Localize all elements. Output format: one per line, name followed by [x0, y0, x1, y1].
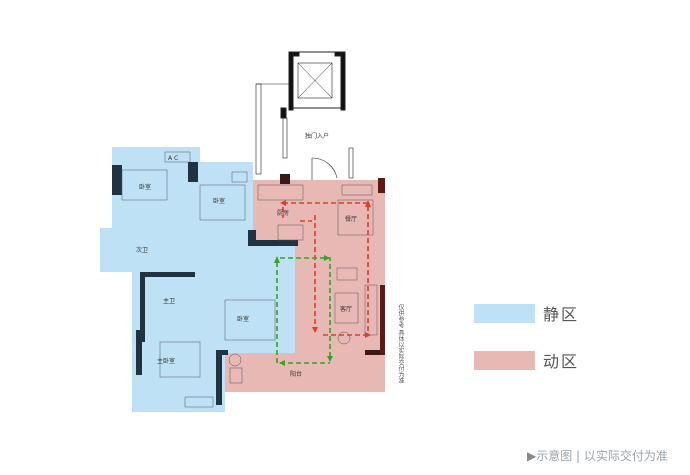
room-label-balcony: 阳台	[290, 370, 302, 378]
legend-quiet-zone: 静区	[474, 301, 579, 325]
entrance-lobby	[255, 51, 354, 180]
room-label-bedroom-1: 卧室	[139, 183, 151, 191]
room-label-living: 客厅	[340, 305, 352, 313]
entrance-label: 独门入户	[305, 132, 329, 140]
active-zone-label: 动区	[543, 352, 580, 371]
active-zone-area	[225, 180, 385, 392]
red-arrowheads	[280, 200, 371, 338]
room-label-bedroom-3: 卧室	[237, 315, 249, 323]
quiet-zone-area	[100, 147, 300, 412]
room-label-bedroom-2: 卧室	[213, 197, 225, 205]
reference-note: 仅供参考 具体以实际交付为准	[397, 304, 404, 384]
legend-active-zone: 动区	[474, 348, 579, 372]
room-label-dining: 餐厅	[345, 215, 357, 223]
quiet-zone-swatch	[474, 303, 535, 323]
quiet-zone-label: 静区	[543, 305, 580, 324]
walls	[112, 162, 385, 405]
footer-caption: ▶示意图 | 以实际交付为准	[527, 447, 668, 464]
footer-text: 示意图 | 以实际交付为准	[536, 449, 668, 463]
room-label-second-bath: 次卫	[136, 246, 148, 254]
room-label-master-bath: 主卫	[163, 297, 175, 305]
room-label-kitchen: 厨房	[277, 209, 289, 217]
ac-label: A C	[168, 155, 178, 162]
interior-lines	[121, 151, 378, 408]
green-arrowheads	[274, 255, 333, 366]
play-triangle-icon: ▶	[527, 449, 537, 463]
room-label-master-bedroom: 主卧室	[157, 357, 175, 365]
active-zone-swatch	[474, 350, 535, 370]
